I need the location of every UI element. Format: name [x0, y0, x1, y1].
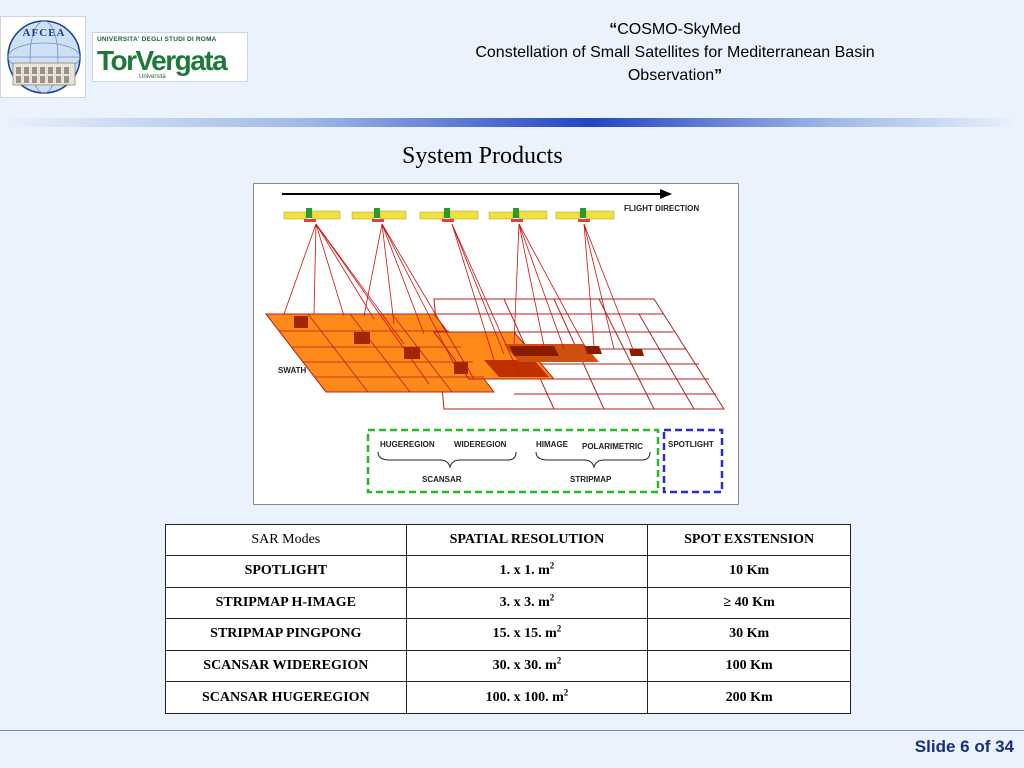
section-title: System Products: [402, 143, 563, 169]
table-row: SCANSAR WIDEREGION 30. x 30. m2 100 Km: [165, 649, 851, 683]
header-gradient-bar: [8, 118, 1012, 127]
table-row: STRIPMAP PINGPONG 15. x 15. m2 30 Km: [165, 618, 851, 651]
title-close-quote: ”: [714, 67, 723, 84]
cell-extension: 100 Km: [647, 649, 851, 683]
cell-mode: SCANSAR HUGEREGION: [165, 681, 407, 714]
title-line-1: “COSMO-SkyMed: [609, 21, 741, 38]
cell-resolution: 100. x 100. m2: [405, 681, 649, 714]
afcea-logo-text: AFCEA: [22, 27, 66, 39]
table-row: SPOTLIGHT 1. x 1. m2 10 Km: [165, 555, 851, 588]
cell-mode: SCANSAR WIDEREGION: [165, 649, 407, 683]
header-spatial-resolution: SPATIAL RESOLUTION: [405, 524, 649, 556]
cell-resolution: 15. x 15. m2: [405, 618, 649, 651]
table-row: SCANSAR HUGEREGION 100. x 100. m2 200 Km: [165, 681, 851, 714]
sar-modes-table-grid: SAR Modes SPATIAL RESOLUTION SPOT EXSTEN…: [165, 524, 851, 714]
tor-vergata-logo-top: UNIVERSITA' DEGLI STUDI DI ROMA: [97, 36, 217, 43]
header-sar-modes: SAR Modes: [165, 524, 407, 556]
title-line-3: Observation”: [627, 67, 723, 84]
footer-divider: [0, 730, 1024, 731]
slide-number: Slide 6 of 34: [914, 737, 1014, 756]
cell-extension: 200 Km: [647, 681, 851, 714]
cell-resolution: 1. x 1. m2: [405, 555, 649, 588]
himage-label: HIMAGE: [536, 440, 568, 449]
colosseum-globe-icon: [7, 20, 81, 94]
cell-mode: STRIPMAP H-IMAGE: [165, 586, 407, 620]
tor-vergata-logo-sub: Università: [139, 74, 166, 80]
cell-resolution: 30. x 30. m2: [405, 649, 649, 683]
cell-extension: ≥ 40 Km: [647, 586, 851, 620]
wideregion-label: WIDEREGION: [454, 440, 507, 449]
system-products-diagram: FLIGHT DIRECTION SWATH HUGEREGION WIDERE…: [253, 183, 739, 505]
flight-direction-label: FLIGHT DIRECTION: [624, 204, 700, 213]
sar-modes-table: SAR Modes SPATIAL RESOLUTION SPOT EXSTEN…: [165, 524, 851, 714]
table-header-row: SAR Modes SPATIAL RESOLUTION SPOT EXSTEN…: [165, 524, 851, 556]
cell-mode: SPOTLIGHT: [165, 555, 407, 588]
swath-label: SWATH: [278, 366, 307, 375]
cell-mode: STRIPMAP PINGPONG: [165, 618, 407, 651]
cell-extension: 10 Km: [647, 555, 851, 588]
polarimetric-label: POLARIMETRIC: [582, 442, 643, 451]
spotlight-label: SPOTLIGHT: [668, 440, 714, 449]
cell-extension: 30 Km: [647, 618, 851, 651]
satellite-icons: [283, 208, 615, 222]
hugeregion-label: HUGEREGION: [380, 440, 435, 449]
scansar-label: SCANSAR: [422, 475, 462, 484]
cell-resolution: 3. x 3. m2: [405, 586, 649, 620]
diagram-drawing: [264, 189, 725, 494]
title-line-2: Constellation of Small Satellites for Me…: [475, 44, 875, 61]
title-open-quote: “: [609, 21, 618, 38]
table-row: STRIPMAP H-IMAGE 3. x 3. m2 ≥ 40 Km: [165, 586, 851, 620]
tor-vergata-logo-main: TorVergata: [97, 45, 228, 76]
slide-title: “COSMO-SkyMed Constellation of Small Sat…: [360, 18, 990, 87]
tor-vergata-logo: UNIVERSITA' DEGLI STUDI DI ROMA TorVerga…: [92, 32, 248, 82]
afcea-logo: AFCEA: [0, 16, 86, 98]
header-spot-extension: SPOT EXSTENSION: [647, 524, 851, 556]
stripmap-label: STRIPMAP: [570, 475, 612, 484]
